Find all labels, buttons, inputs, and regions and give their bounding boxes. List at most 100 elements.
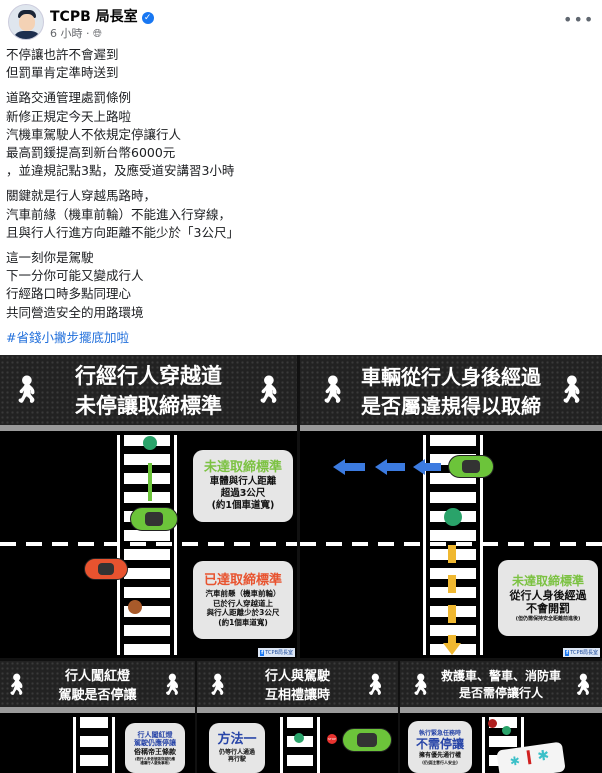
panel-title: 行人與駕駛	[264, 669, 330, 684]
post-line: 但罰單肯定準時送到	[6, 65, 119, 81]
box-line: 汽車前懸（機車前輪）	[205, 589, 281, 599]
more-horizontal-icon[interactable]: •••	[563, 10, 595, 29]
arrow-left-icon	[387, 463, 405, 471]
box-line: 禮讓行人避免事故)	[140, 761, 170, 766]
arrow-down-icon	[448, 545, 456, 645]
post-line: 行經路口時多點同理心	[6, 286, 132, 302]
info-box: 已達取締標準 汽車前懸（機車前輪） 已於行人穿越道上 與行人距離少於3公尺 (約…	[193, 561, 293, 639]
pedestrian-icon: 🚶︎	[10, 375, 44, 405]
car-green	[130, 507, 178, 531]
box-line: 與行人距離少於3公尺	[206, 608, 280, 618]
panel-emergency-vehicle: 🚶︎ 🚶︎ 救護車、警車、消防車 是否需停讓行人 執行緊急任務時 不需停讓 擁有…	[400, 661, 602, 773]
panel-title: 行人闖紅燈	[64, 669, 130, 684]
post-line: 共同營造安全的用路環境	[6, 304, 144, 320]
hashtag-link[interactable]: #省錢小撇步擺底加啦	[6, 329, 129, 345]
post-line: 不停讓也許不會遲到	[6, 47, 119, 62]
pedestrian-marker	[294, 733, 304, 743]
box-line: 行人闖紅燈	[137, 730, 173, 739]
panel-title: 救護車、警車、消防車	[440, 669, 561, 683]
post-line: 汽車前緣（機車前輪）不能進入行穿線，	[6, 206, 232, 222]
pedestrian-icon: 🚶︎	[4, 672, 30, 696]
panel-title: 是否需停讓行人	[458, 686, 543, 700]
info-box: 未達取締標準 從行人身後經過 不會開罰 (但仍需保持安全距離前進後)	[498, 560, 598, 636]
info-box: 方法一 仍等行人通過 再行駛	[209, 723, 265, 773]
box-line: (但仍需保持安全距離前進後)	[515, 616, 581, 623]
panel-title: 行經行人穿越道	[75, 364, 222, 388]
pedestrian-icon: 🚶︎	[408, 672, 434, 696]
post-text: 不停讓也許不會遲到但罰單肯定準時送到道路交通管理處罰條例新修正規定今天上路啦汽機…	[6, 46, 239, 347]
box-line: (仍須注意行人安全)	[422, 759, 458, 765]
lane-divider	[0, 542, 297, 546]
post-line: 新修正規定今天上路啦	[6, 108, 132, 124]
box-line: (約1個車道寬)	[211, 500, 275, 512]
panel-title: 車輛從行人身後經過	[361, 365, 541, 389]
pedestrian-icon: 🚶︎	[554, 375, 588, 405]
pedestrian-icon: 🚶︎	[251, 375, 285, 405]
panel-pass-behind: 🚶︎ 🚶︎ 車輛從行人身後經過 是否屬違規得以取締 未達取締標準 從行人身後經過…	[300, 355, 602, 658]
arrow-left-icon	[345, 463, 365, 471]
box-line: 已於行人穿越道上	[213, 598, 273, 608]
author-link[interactable]: TCPB 局長室	[50, 9, 138, 25]
info-box: 未達取締標準 車體與行人距離 超過3公尺 (約1個車道寬)	[193, 450, 293, 522]
pedestrian-icon: 🚶︎	[362, 672, 388, 696]
box-line: 駕駛仍應停讓	[134, 739, 176, 748]
box-line: (若行人未依號誌穿越仍應	[134, 756, 176, 761]
panel-not-yield-standard: 🚶︎ 🚶︎ 行經行人穿越道 未停讓取締標準 未達取締標準 車體與行人距離 超過3…	[0, 355, 297, 658]
crosswalk	[283, 717, 317, 773]
box-line: 仍等行人通過	[218, 748, 255, 756]
panel-mutual-yield: 🚶︎ 🚶︎ 行人與駕駛 互相禮讓時 方法一 仍等行人通過 再行駛 STOP	[197, 661, 398, 773]
box-line: (約1個車道寬)	[218, 617, 268, 627]
post-paragraph: 這一刻你是駕駛下一分你可能又變成行人行經路口時多點同理心共同營造安全的用路環境	[6, 249, 239, 322]
post-meta: 6 小時 · 🌐︎	[50, 27, 102, 40]
pedestrian-marker	[502, 726, 511, 735]
lane-divider	[300, 542, 602, 546]
info-box: 執行緊急任務時 不需停讓 擁有優先通行權 (仍須注意行人安全)	[408, 721, 472, 773]
panel-title: 是否屬違規得以取締	[361, 394, 541, 418]
post-line: ，並違規記點3點，及應受道安講習3小時	[6, 163, 235, 179]
pedestrian-marker	[444, 508, 462, 526]
post-image[interactable]: 🚶︎ 🚶︎ 行經行人穿越道 未停讓取締標準 未達取締標準 車體與行人距離 超過3…	[0, 355, 602, 773]
box-line: 不會開罰	[526, 602, 570, 616]
post-line: 關鍵就是行人穿越馬路時，	[6, 188, 157, 204]
box-line: 擁有優先通行權	[418, 752, 461, 759]
box-line: 俗稱帝王條款	[134, 748, 176, 756]
car-green	[342, 728, 392, 752]
crosswalk	[76, 717, 112, 773]
pedestrian-marker	[128, 600, 142, 614]
panel-title: 互相禮讓時	[264, 688, 330, 703]
info-box: 行人闖紅燈 駕駛仍應停讓 俗稱帝王條款 (若行人未依號誌穿越仍應 禮讓行人避免事…	[125, 723, 185, 773]
pedestrian-icon: 🚶︎	[316, 375, 350, 405]
distance-arrow-icon	[148, 463, 152, 501]
avatar[interactable]	[8, 4, 44, 40]
pedestrian-marker	[488, 719, 497, 728]
panel-red-light: 🚶︎ 🚶︎ 行人闖紅燈 駕駛是否停讓 行人闖紅燈 駕駛仍應停讓 俗稱帝王條款 (…	[0, 661, 195, 773]
post-line: 道路交通管理處罰條例	[6, 90, 132, 106]
post-paragraph: 不停讓也許不會遲到但罰單肯定準時送到	[6, 46, 239, 82]
pedestrian-icon: 🚶︎	[570, 672, 596, 696]
stop-sign-icon: STOP	[327, 734, 337, 744]
car-red	[84, 558, 128, 580]
post-paragraph: 道路交通管理處罰條例新修正規定今天上路啦汽機車駕駛人不依規定停讓行人最高罰鍰提高…	[6, 89, 239, 180]
box-line: 車體與行人距離	[209, 476, 277, 488]
post-time[interactable]: 6 小時	[50, 27, 83, 40]
pedestrian-icon: 🚶︎	[205, 672, 231, 696]
box-heading: 方法一	[217, 732, 257, 748]
box-line: 從行人身後經過	[509, 588, 587, 602]
author-name[interactable]: TCPB 局長室✓	[50, 6, 154, 26]
post-paragraph: 關鍵就是行人穿越馬路時， 汽車前緣（機車前輪）不能進入行穿線， 且與行人行進方向距離…	[6, 187, 239, 242]
post-line: 這一刻你是駕駛	[6, 250, 94, 266]
car-green	[448, 455, 494, 478]
panel-title: 未停讓取締標準	[75, 394, 222, 418]
box-line: 再行駛	[227, 756, 246, 764]
pedestrian-marker	[143, 436, 157, 450]
box-line: 不需停讓	[415, 737, 464, 751]
box-line: 超過3公尺	[220, 488, 266, 500]
box-line: 執行緊急任務時	[418, 729, 461, 737]
post-line: 且與行人行進方向距離不能少於「3公尺」	[6, 224, 239, 240]
arrow-left-icon	[425, 463, 441, 471]
globe-icon: 🌐︎	[93, 27, 102, 40]
box-heading: 已達取締標準	[203, 573, 282, 589]
verified-badge-icon: ✓	[141, 12, 154, 24]
